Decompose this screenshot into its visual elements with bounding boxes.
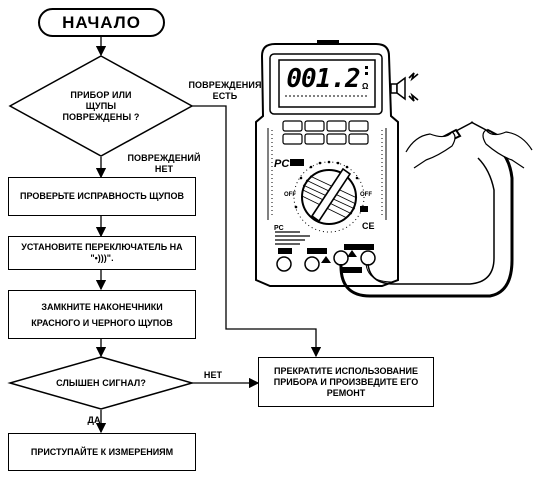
- red-probe-cable: [339, 148, 514, 298]
- arrow-damaged-to-stop: [192, 105, 322, 358]
- decision1-label: ПРИБОР ИЛИ ЩУПЫ ПОВРЕЖДЕНЫ ?: [62, 90, 140, 122]
- check-probes-box: ПРОВЕРЬТЕ ИСПРАВНОСТЬ ЩУПОВ: [8, 177, 196, 216]
- speaker-icon: [390, 76, 406, 101]
- svg-text:PC: PC: [274, 225, 284, 232]
- display-window: [278, 59, 376, 108]
- decision2-diamond: [7, 356, 195, 410]
- set-switch-box: УСТАНОВИТЕ ПЕРЕКЛЮЧАТЕЛЬ НА "•)))".: [8, 236, 196, 270]
- meter-button-grid: [282, 120, 369, 145]
- input-jacks: [276, 250, 376, 272]
- switch-off-left-label: OFF: [284, 192, 296, 198]
- proceed-box: ПРИСТУПАЙТЕ К ИЗМЕРЕНИЯМ: [8, 433, 196, 471]
- short-tips-box: ЗАМКНИТЕ НАКОНЕЧНИКИ КРАСНОГО И ЧЕРНОГО …: [8, 290, 196, 339]
- switch-pointer: [310, 167, 352, 223]
- brand-logo: PC: [274, 158, 290, 170]
- left-hand: [405, 131, 456, 169]
- start-terminal: НАЧАЛО: [38, 8, 165, 37]
- right-hand: [482, 129, 533, 169]
- sound-burst-icon: [408, 72, 419, 102]
- decision1-diamond: [8, 55, 194, 157]
- answer-yes-label: ДА: [87, 415, 101, 425]
- decision2-label: СЛЫШЕН СИГНАЛ?: [56, 378, 146, 388]
- flow-connectors: [95, 37, 322, 434]
- damage-no-label: ПОВРЕЖДЕНИЙ НЕТ: [127, 153, 201, 174]
- switch-off-right-label: OFF: [360, 192, 372, 198]
- answer-no-label: НЕТ: [203, 370, 223, 380]
- meter-top-clip: [317, 40, 339, 45]
- damage-yes-label: ПОВРЕЖДЕНИЯ ЕСТЬ: [188, 80, 262, 101]
- display-unit: Ω: [362, 82, 369, 91]
- ce-mark: CE: [362, 221, 375, 231]
- stop-repair-box: ПРЕКРАТИТЕ ИСПОЛЬЗОВАНИЕ ПРИБОРА И ПРОИЗ…: [258, 357, 434, 407]
- display-reading: 001.2: [286, 64, 360, 94]
- multimeter-illustration: PC PC: [255, 40, 533, 298]
